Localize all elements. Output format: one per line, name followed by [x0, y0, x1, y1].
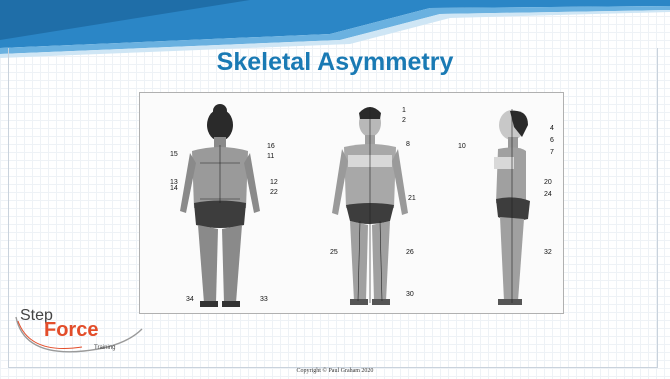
slide-title: Skeletal Asymmetry [0, 48, 670, 77]
marker-11: 11 [267, 153, 274, 161]
marker-22: 22 [270, 189, 278, 197]
marker-1: 1 [402, 107, 406, 115]
logo-training-text: Training [94, 345, 115, 351]
marker-8: 8 [406, 141, 410, 149]
marker-2: 2 [402, 117, 406, 125]
logo-force-text: Force [44, 319, 98, 342]
marker-12: 12 [270, 179, 278, 187]
marker-14: 14 [170, 185, 178, 193]
marker-32: 32 [544, 249, 552, 257]
marker-25: 25 [330, 249, 338, 257]
stepforce-logo: Step Force Training [14, 307, 144, 363]
marker-30: 30 [406, 291, 414, 299]
marker-6: 6 [550, 137, 554, 145]
front-view-figure [310, 103, 430, 313]
marker-24: 24 [544, 191, 552, 199]
posture-photo: 15 16 11 13 14 12 22 34 33 [139, 92, 564, 314]
copyright-footer: Copyright © Paul Graham 2020 [0, 368, 670, 374]
marker-16: 16 [267, 143, 275, 151]
marker-4: 4 [550, 125, 554, 133]
marker-10: 10 [458, 143, 466, 151]
marker-15: 15 [170, 151, 178, 159]
marker-33: 33 [260, 296, 268, 304]
back-view-figure [160, 103, 280, 313]
marker-34: 34 [186, 296, 194, 304]
side-view-figure [470, 103, 560, 313]
marker-7: 7 [550, 149, 554, 157]
marker-21: 21 [408, 195, 416, 203]
marker-26: 26 [406, 249, 414, 257]
marker-20: 20 [544, 179, 552, 187]
